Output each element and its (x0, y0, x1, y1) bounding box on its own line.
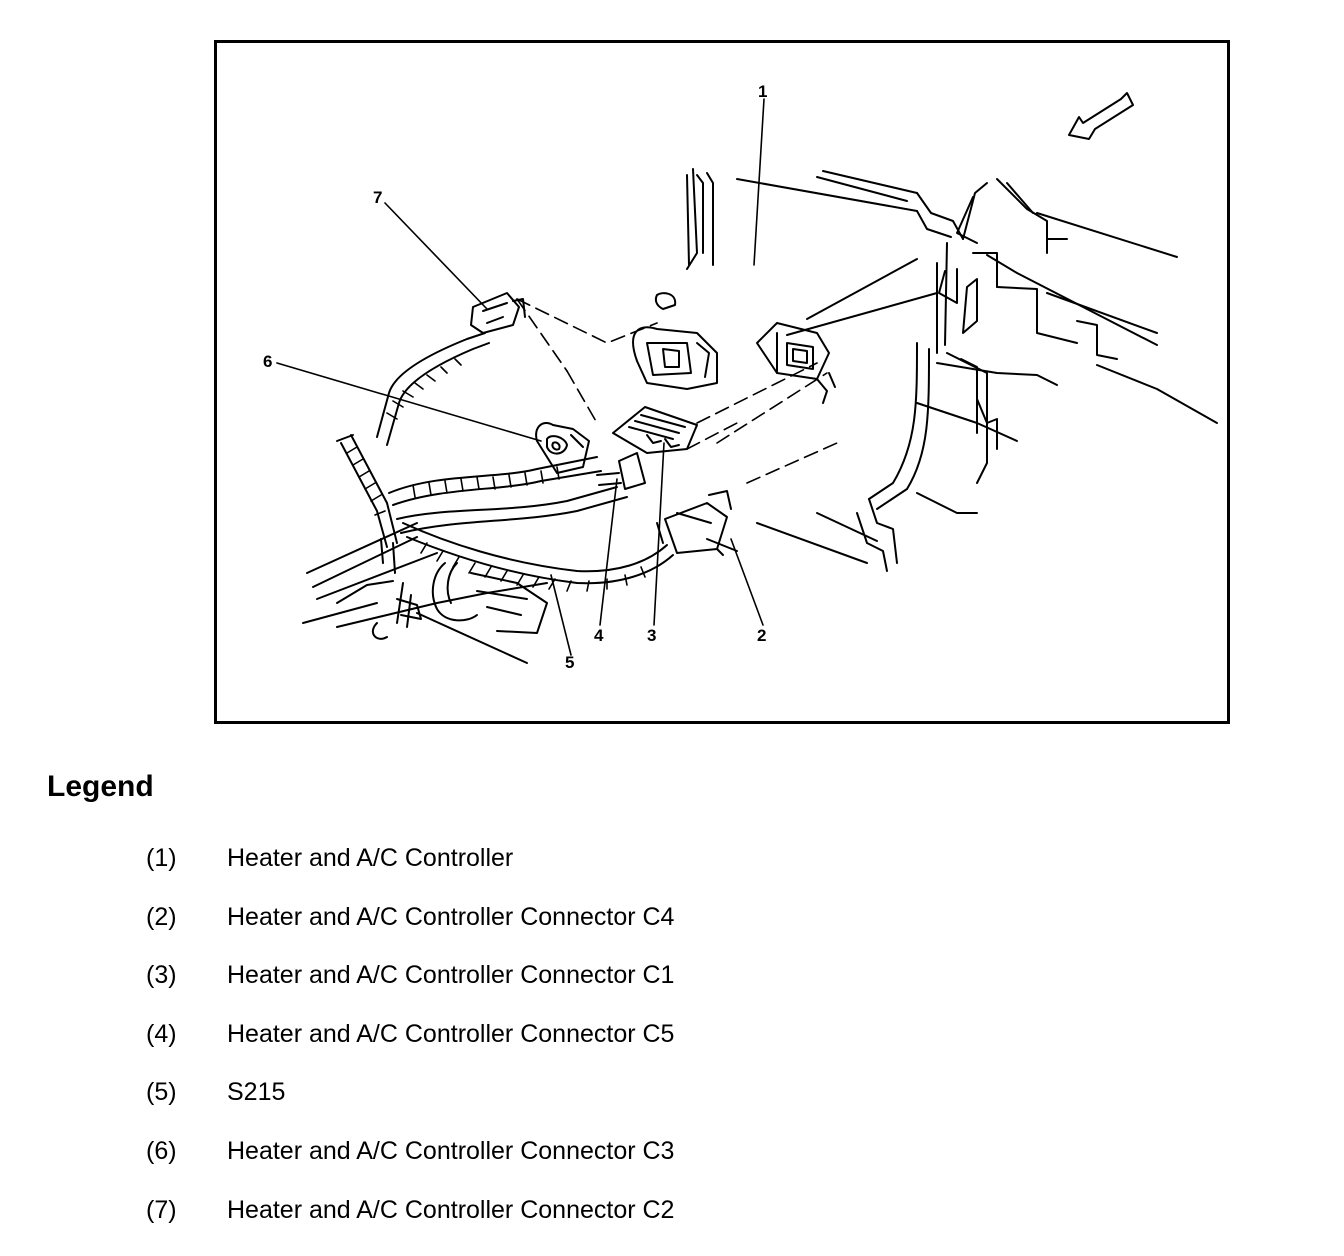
legend-item-number: (1) (146, 844, 177, 872)
component-locator-drawing: 1 2 3 4 5 6 7 (263, 82, 1218, 672)
duct-bracket (756, 342, 998, 572)
callout-4: 4 (594, 626, 604, 645)
wiring-harness (336, 332, 674, 585)
connector-c5 (596, 452, 646, 490)
lower-console (302, 522, 548, 664)
legend-item: (5) S215 (0, 1072, 1344, 1131)
leader-line-1 (753, 98, 765, 266)
callout-1: 1 (758, 82, 767, 101)
legend-item-number: (2) (146, 902, 177, 931)
leader-line-5 (550, 574, 572, 656)
legend-item-label: Heater and A/C Controller Connector C2 (227, 1195, 675, 1224)
connector-c3 (535, 422, 590, 474)
legend-item: (3) Heater and A/C Controller Connector … (0, 955, 1344, 1014)
legend-item-label: Heater and A/C Controller Connector C4 (227, 902, 675, 931)
legend-item-number: (7) (146, 1195, 177, 1224)
callout-6: 6 (263, 352, 272, 371)
legend-item-number: (6) (146, 1136, 177, 1165)
controller-housing (632, 258, 938, 404)
leader-line-3 (653, 442, 665, 626)
legend-item-number: (3) (146, 961, 177, 990)
leader-line-7 (384, 202, 488, 310)
callout-3: 3 (647, 626, 656, 645)
legend-item-label: Heater and A/C Controller (227, 844, 514, 872)
dash-panel (686, 168, 1218, 442)
legend-item: (1) Heater and A/C Controller (0, 838, 1344, 897)
legend-item-label: Heater and A/C Controller Connector C1 (227, 961, 675, 990)
callout-5: 5 (565, 653, 574, 672)
legend-item: (4) Heater and A/C Controller Connector … (0, 1014, 1344, 1073)
legend-item-label: S215 (227, 1078, 286, 1107)
legend-item-label: Heater and A/C Controller Connector C5 (227, 1019, 675, 1048)
connector-c1 (612, 406, 698, 454)
legend-list: (1) Heater and A/C Controller (2) Heater… (0, 838, 1344, 1248)
legend-item-number: (5) (146, 1078, 177, 1107)
leader-line-4 (599, 478, 618, 626)
leader-lines (276, 98, 765, 656)
legend-item: (7) Heater and A/C Controller Connector … (0, 1190, 1344, 1249)
harness-wrap (346, 358, 646, 592)
callout-2: 2 (757, 626, 766, 645)
legend-item: (6) Heater and A/C Controller Connector … (0, 1131, 1344, 1190)
legend-title: Legend (47, 770, 154, 803)
legend-item: (2) Heater and A/C Controller Connector … (0, 897, 1344, 956)
legend-item-label: Heater and A/C Controller Connector C3 (227, 1136, 675, 1165)
callout-7: 7 (373, 188, 382, 207)
leader-line-6 (276, 362, 542, 442)
legend-item-number: (4) (146, 1019, 177, 1048)
arrow-front-icon (1068, 92, 1134, 140)
connector-c4 (656, 490, 738, 556)
assembly-lines (516, 298, 838, 484)
leader-line-2 (730, 538, 764, 626)
diagram-figure: 1 2 3 4 5 6 7 (214, 40, 1230, 724)
